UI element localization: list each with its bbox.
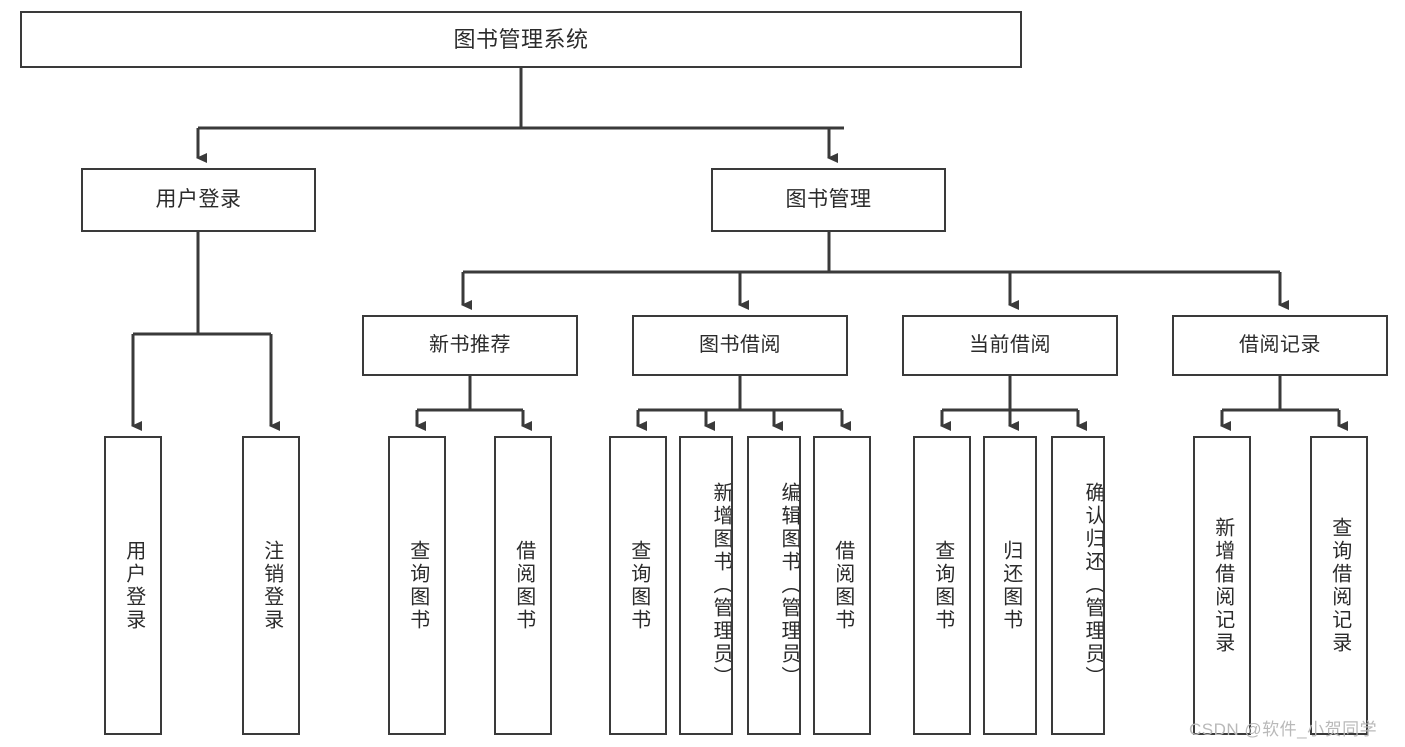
csdn-watermark: CSDN @软件_小贺同学 bbox=[1189, 720, 1378, 739]
leaf-node-query-book-borrow[interactable]: 查询图书 bbox=[609, 436, 667, 735]
node-new-book-recommendation[interactable]: 新书推荐 bbox=[362, 315, 578, 376]
node-root-book-management-system[interactable]: 图书管理系统 bbox=[20, 11, 1022, 68]
leaf-node-add-borrow-record[interactable]: 新增借阅记录 bbox=[1193, 436, 1251, 735]
leaf-node-query-book-current[interactable]: 查询图书 bbox=[913, 436, 971, 735]
node-borrow-record[interactable]: 借阅记录 bbox=[1172, 315, 1388, 376]
node-book-borrow[interactable]: 图书借阅 bbox=[632, 315, 848, 376]
leaf-node-return-book[interactable]: 归还图书 bbox=[983, 436, 1037, 735]
leaf-node-confirm-return-admin[interactable]: 确认归还（管理员） bbox=[1051, 436, 1105, 735]
node-user-login[interactable]: 用户登录 bbox=[81, 168, 316, 232]
leaf-node-query-book-recommendation[interactable]: 查询图书 bbox=[388, 436, 446, 735]
leaf-node-logout[interactable]: 注销登录 bbox=[242, 436, 300, 735]
leaf-node-query-borrow-record[interactable]: 查询借阅记录 bbox=[1310, 436, 1368, 735]
leaf-node-user-login[interactable]: 用户登录 bbox=[104, 436, 162, 735]
leaf-node-edit-book-admin[interactable]: 编辑图书（管理员） bbox=[747, 436, 801, 735]
leaf-node-borrow-book-recommendation[interactable]: 借阅图书 bbox=[494, 436, 552, 735]
node-current-borrow[interactable]: 当前借阅 bbox=[902, 315, 1118, 376]
leaf-node-add-book-admin[interactable]: 新增图书（管理员） bbox=[679, 436, 733, 735]
leaf-node-borrow-book[interactable]: 借阅图书 bbox=[813, 436, 871, 735]
node-book-management[interactable]: 图书管理 bbox=[711, 168, 946, 232]
